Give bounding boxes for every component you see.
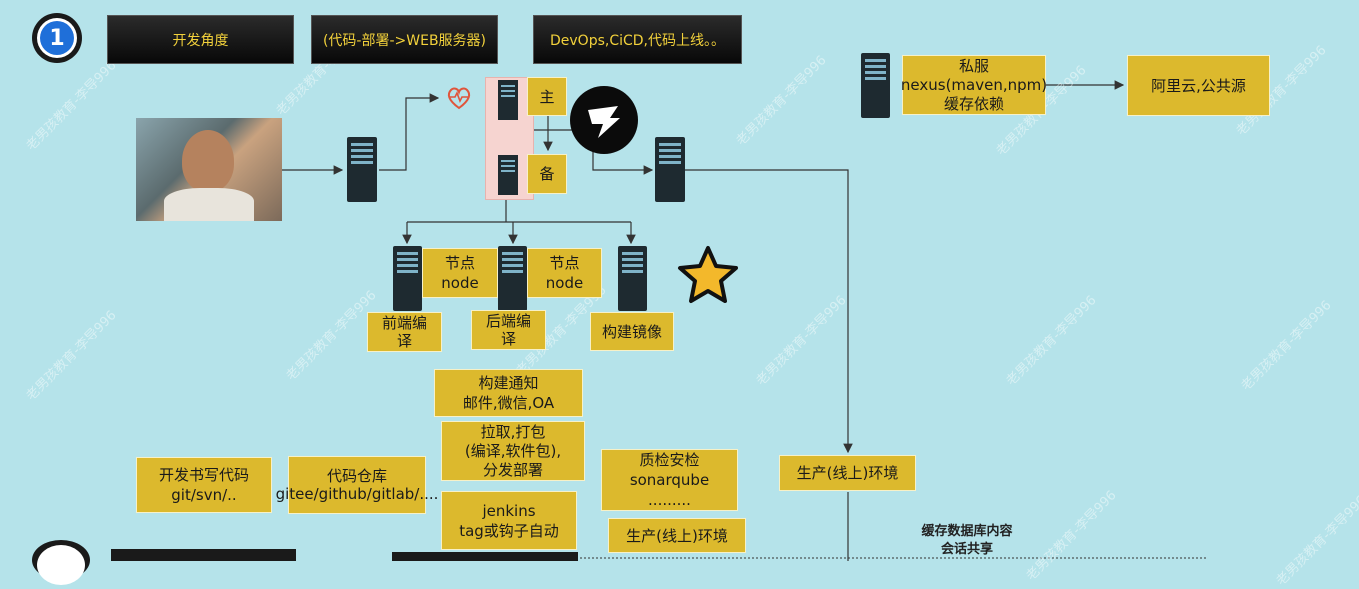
image-server-icon [618, 246, 647, 311]
star-icon [676, 244, 740, 306]
backend-build-box: 后端编 译 [471, 310, 546, 350]
cache-note-2: 会话共享 [940, 542, 993, 557]
dark-header-box-3 [392, 552, 578, 561]
build-notify-box: 构建通知 邮件,微信,OA [434, 369, 583, 417]
jenkins-box: jenkins tag或钩子自动 [441, 491, 577, 550]
nexus-server-icon [861, 53, 890, 118]
code-repo-box: 代码仓库 gitee/github/gitlab/.... [276, 456, 438, 514]
node-label-2: 节点 node [527, 248, 602, 298]
frontend-build-box: 前端编 译 [367, 312, 442, 352]
shirt-shape [164, 188, 254, 221]
dev-code-box: 开发书写代码 git/svn/.. [136, 457, 272, 513]
step-badge: 1 [32, 13, 82, 63]
face-shape [182, 130, 234, 192]
aliyun-box: 阿里云,公共源 [1127, 55, 1270, 116]
dark-header-box-2 [111, 549, 296, 561]
dingtalk-icon [570, 86, 638, 154]
master-label: 主 [527, 77, 567, 116]
heartbeat-icon [446, 86, 472, 110]
build-image-box: 构建镜像 [590, 312, 674, 351]
server-icon [347, 137, 377, 202]
cache-note-1: 缓存数据库内容 [921, 524, 1013, 539]
prod-env-box-small: 生产(线上)环境 [608, 518, 746, 553]
quality-check-box: 质检安检 sonarqube ......... [601, 449, 738, 511]
pull-package-box: 拉取,打包 (编译,软件包), 分发部署 [441, 421, 585, 481]
server-icon [655, 137, 685, 202]
backup-label: 备 [527, 154, 567, 194]
node-label-1: 节点 node [422, 248, 498, 298]
dev-angle-box: 开发角度 [107, 15, 294, 64]
backend-server-icon [498, 246, 527, 311]
master-server-icon [498, 80, 518, 120]
step-badge-2 [32, 540, 90, 585]
prod-env-box: 生产(线上)环境 [779, 455, 916, 491]
nexus-box: 私服 nexus(maven,npm)缓存依赖 [901, 55, 1047, 115]
code-flow-box: (代码-部署->WEB服务器) [311, 15, 498, 64]
step-number: 1 [40, 21, 74, 55]
developer-photo [136, 118, 282, 221]
devops-box: DevOps,CiCD,代码上线。。 [533, 15, 742, 64]
frontend-server-icon [393, 246, 422, 311]
backup-server-icon [498, 155, 518, 195]
